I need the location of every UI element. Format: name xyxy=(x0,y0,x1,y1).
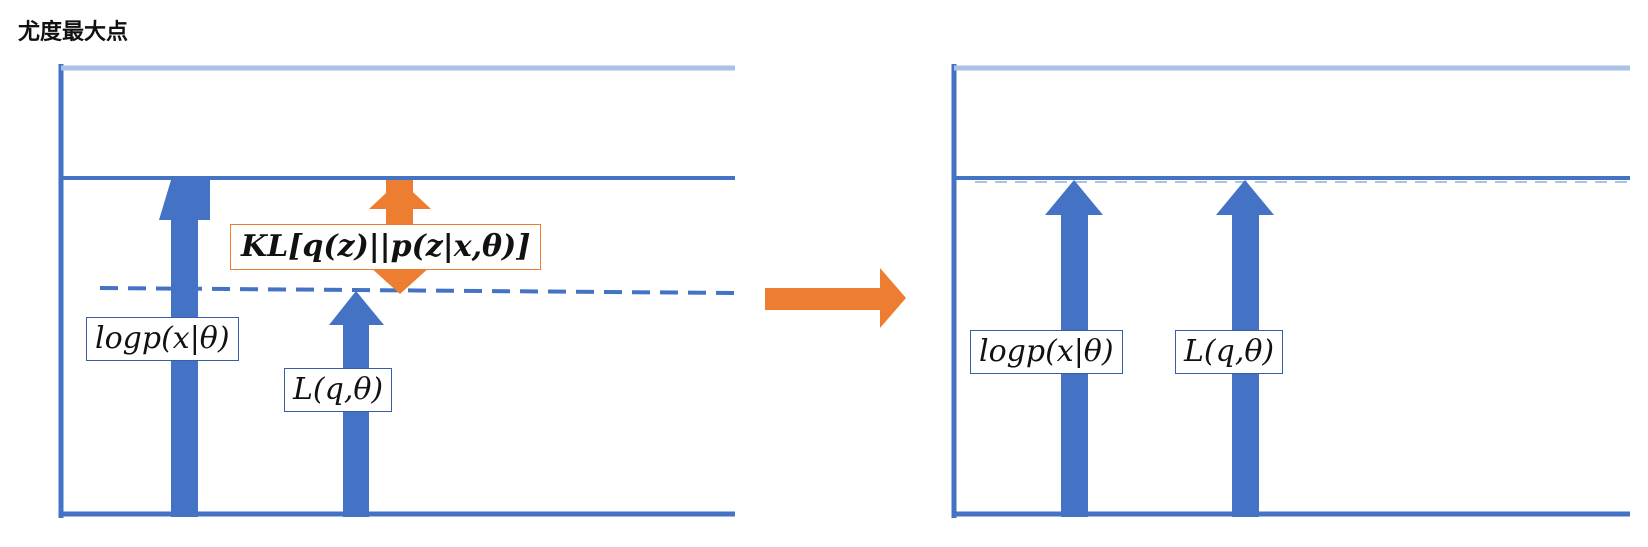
left-panel xyxy=(58,64,736,518)
right-panel xyxy=(951,64,1630,518)
left-lower-bound-label: L(q,θ) xyxy=(284,368,393,412)
kl-divergence-label: KL[q(z)||p(z|x,θ)] xyxy=(230,224,542,270)
left-lower-bound-dashed-line xyxy=(99,286,736,295)
left-log-likelihood-label: logp(x|θ) xyxy=(86,317,239,361)
right-log-likelihood-label: logp(x|θ) xyxy=(970,330,1123,374)
diagram-title: 尤度最大点 xyxy=(18,20,129,45)
transition-arrow xyxy=(765,268,906,328)
left-lower-bound-arrow xyxy=(343,325,369,517)
right-lower-bound-label: L(q,θ) xyxy=(1175,330,1284,374)
